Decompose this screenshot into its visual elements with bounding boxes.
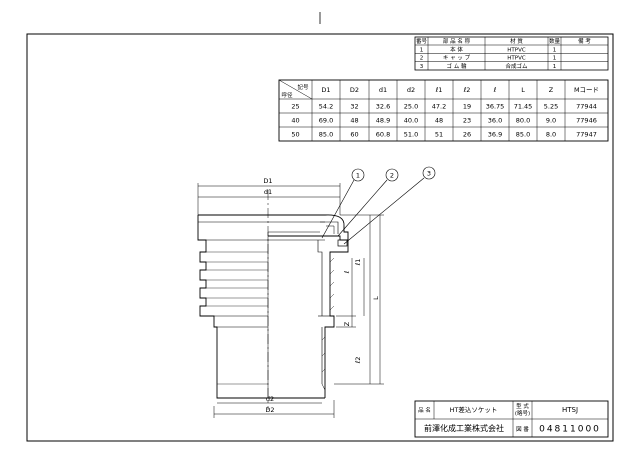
parts-row-3-no: 3 <box>420 64 424 70</box>
callout-2: 2 <box>390 172 394 180</box>
dim-label-l1: ℓ1 <box>354 259 362 266</box>
dim-cell-0-3: 32.6 <box>376 103 390 111</box>
dim-header-4: ℓ1 <box>436 86 443 94</box>
dim-cell-0-9: 5.25 <box>544 103 558 111</box>
dim-header-7: L <box>521 86 525 94</box>
dim-cell-0-8: 71.45 <box>514 103 533 111</box>
dim-cell-0-0: 25 <box>291 103 299 111</box>
dim-cell-1-1: 69.0 <box>319 117 333 125</box>
dim-label-d2: d2 <box>266 395 274 403</box>
drawing-no: 04811000 <box>539 425 601 435</box>
parts-row-2-material: HTPVC <box>507 56 526 62</box>
dim-label-L: L <box>372 296 380 300</box>
dim-cell-1-4: 40.0 <box>404 117 418 125</box>
dim-cell-1-7: 36.0 <box>488 117 502 125</box>
dim-header-3: d2 <box>407 86 415 94</box>
dimension-table: 記号 呼径 D1 D2 d1 d2 ℓ1 ℓ2 ℓ L Z Mコード 25 54.2 32 32.6 25.… <box>278 79 609 142</box>
dim-header-6: ℓ <box>494 86 497 94</box>
parts-row-2-qty: 1 <box>553 56 557 62</box>
dim-cell-1-3: 48.9 <box>376 117 390 125</box>
callout-3: 3 <box>427 170 431 178</box>
dim-label-Z: Z <box>343 321 351 326</box>
parts-header-material: 材 質 <box>510 37 523 45</box>
title-model-label-1: 型 式 <box>516 402 529 410</box>
parts-row-3-qty: 1 <box>553 64 557 70</box>
dim-cell-1-10: 77946 <box>576 117 597 125</box>
dim-header-9: Mコード <box>574 86 599 94</box>
parts-row-1-material: HTPVC <box>507 48 526 54</box>
sheet-border <box>26 33 614 442</box>
dim-cell-0-1: 54.2 <box>319 103 333 111</box>
dim-cell-1-8: 80.0 <box>516 117 530 125</box>
parts-row-2-name: キ ャ ッ プ <box>443 55 471 62</box>
dim-cell-2-7: 36.9 <box>488 131 502 139</box>
parts-row-1-no: 1 <box>420 48 424 54</box>
parts-header-no: 番号 <box>416 38 428 45</box>
dim-header-8: Z <box>549 86 554 94</box>
part-drawing <box>197 190 349 410</box>
dim-label-D1: D1 <box>263 177 272 185</box>
dim-cell-2-9: 8.0 <box>546 131 556 139</box>
dim-header-1: D2 <box>350 86 359 94</box>
dim-cell-2-1: 85.0 <box>319 131 333 139</box>
dim-cell-2-6: 26 <box>463 131 471 139</box>
dim-cell-1-2: 48 <box>350 117 358 125</box>
parts-row-1-qty: 1 <box>553 48 557 54</box>
dim-cell-0-5: 47.2 <box>432 103 446 111</box>
title-model-label-2: (略号) <box>515 409 530 417</box>
parts-row-1-name: 本 体 <box>450 46 463 54</box>
section-outline <box>268 235 349 398</box>
dim-cell-1-0: 40 <box>291 117 299 125</box>
dim-label-l2: ℓ2 <box>354 357 362 364</box>
dim-header-0: D1 <box>321 86 330 94</box>
dim-cell-0-2: 32 <box>350 103 358 111</box>
callout-1: 1 <box>356 172 360 180</box>
body-outline <box>197 214 325 399</box>
dim-cell-0-10: 77944 <box>576 103 597 111</box>
parts-row-2-no: 2 <box>420 56 424 62</box>
dim-cell-2-0: 50 <box>291 131 299 139</box>
dim-header-5: ℓ2 <box>464 86 471 94</box>
dim-header-2: d1 <box>379 86 387 94</box>
dim-table-corner-bottom: 呼径 <box>281 91 293 99</box>
dim-label-d1: d1 <box>264 188 272 196</box>
parts-row-3-name: ゴ ム 輪 <box>447 62 467 70</box>
company-name: 前澤化成工業株式会社 <box>424 423 504 433</box>
dim-cell-0-6: 19 <box>463 103 471 111</box>
dim-label-D2: D2 <box>265 406 274 414</box>
parts-header-note: 備 考 <box>578 37 591 45</box>
callouts <box>321 166 436 245</box>
title-name-label: 品 名 <box>418 406 431 414</box>
parts-table: 番号 部 品 名 称 材 質 数量 備 考 1 本 体 HTPVC 1 2 キ … <box>414 36 609 71</box>
dim-cell-0-7: 36.75 <box>486 103 505 111</box>
dim-cell-2-2: 60 <box>350 131 358 139</box>
dimension-lines <box>197 183 384 418</box>
dim-table-corner-top: 記号 <box>297 83 309 91</box>
dim-cell-1-6: 23 <box>463 117 471 125</box>
rubber-ring <box>337 239 348 247</box>
dim-cell-2-10: 77947 <box>576 131 597 139</box>
parts-header-name: 部 品 名 称 <box>443 37 471 45</box>
parts-header-qty: 数量 <box>549 37 561 45</box>
parts-row-3-material: 合成ゴム <box>505 62 528 70</box>
dim-cell-0-4: 25.0 <box>404 103 418 111</box>
dim-cell-2-5: 51 <box>435 131 443 139</box>
title-model-value: HTSJ <box>562 406 578 414</box>
drawing-no-label: 図 番 <box>516 426 529 433</box>
title-name-value: HT差込ソケット <box>450 405 498 414</box>
dim-cell-2-3: 60.8 <box>376 131 390 139</box>
dim-cell-2-8: 85.0 <box>516 131 530 139</box>
dim-cell-1-5: 48 <box>435 117 443 125</box>
dim-label-l: ℓ <box>343 270 351 273</box>
title-block <box>414 400 609 438</box>
dim-cell-2-4: 51.0 <box>404 131 418 139</box>
dim-cell-1-9: 9.0 <box>546 117 556 125</box>
